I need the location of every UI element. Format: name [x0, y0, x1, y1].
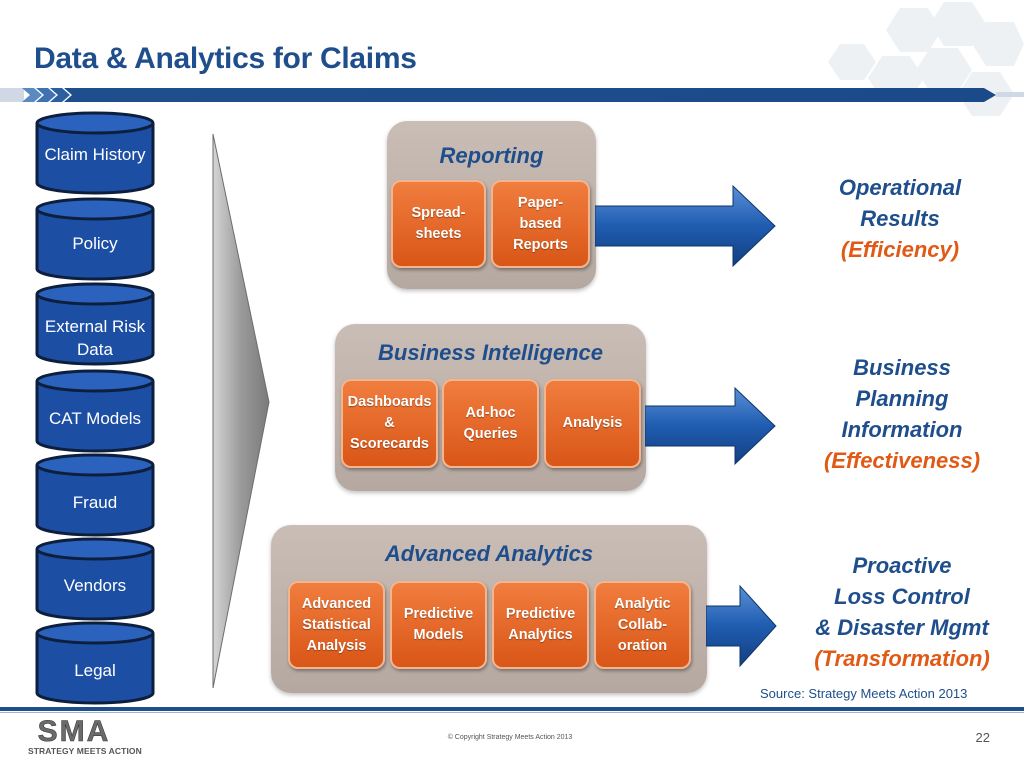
data-source-label: CAT Models	[49, 409, 141, 428]
group-reporting: Reporting Spread- sheets Paper- based Re…	[387, 121, 596, 289]
data-source-label: Legal	[74, 661, 116, 680]
arrow-right-icon	[595, 184, 776, 268]
tile-advanced-statistical-analysis: Advanced Statistical Analysis	[288, 581, 385, 669]
hexagon-decoration	[828, 2, 1024, 116]
group-advanced-analytics: Advanced Analytics Advanced Statistical …	[271, 525, 707, 693]
source-note: Source: Strategy Meets Action 2013	[760, 686, 968, 701]
tile-analytic-collaboration: Analytic Collab- oration	[594, 581, 691, 669]
database-cylinder-claim-history: Claim History	[35, 111, 155, 195]
logo-tagline: STRATEGY MEETS ACTION	[28, 746, 142, 756]
outcome-line: & Disaster Mgmt	[815, 615, 989, 640]
consolidation-funnel-arrow	[212, 133, 270, 689]
copyright-text: © Copyright Strategy Meets Action 2013	[447, 734, 573, 741]
footer-divider	[0, 707, 1024, 711]
outcome-line: Loss Control	[834, 584, 970, 609]
outcome-line: Operational	[838, 175, 962, 200]
outcome-operational-results: Operational Results (Efficiency)	[790, 172, 1010, 265]
tile-analysis: Analysis	[544, 379, 641, 468]
tile-ad-hoc-queries: Ad-hoc Queries	[442, 379, 539, 468]
outcome-line: Planning	[855, 386, 949, 411]
database-icon	[35, 453, 155, 537]
database-cylinder-fraud: Fraud	[35, 453, 155, 537]
outcome-line: Business	[853, 355, 951, 380]
database-cylinder-vendors: Vendors	[35, 537, 155, 621]
database-icon	[35, 369, 155, 453]
page-number: 22	[975, 730, 990, 745]
database-icon	[35, 282, 155, 366]
database-icon	[35, 197, 155, 281]
group-business-intelligence: Business Intelligence Dashboards & Score…	[335, 324, 646, 491]
outcome-highlight: (Efficiency)	[840, 237, 960, 262]
tile-spreadsheets: Spread- sheets	[391, 180, 486, 268]
outcome-highlight: (Effectiveness)	[823, 448, 981, 473]
tile-paper-based-reports: Paper- based Reports	[491, 180, 590, 268]
outcome-proactive-loss-control: Proactive Loss Control & Disaster Mgmt (…	[790, 550, 1014, 674]
sma-logo: SMA	[28, 716, 120, 746]
data-source-label: Claim History	[44, 145, 146, 164]
outcome-line: Results	[860, 206, 940, 231]
footer-divider-thin	[0, 712, 1024, 713]
outcome-line: Proactive	[852, 553, 952, 578]
logo-text: SMA	[38, 716, 111, 746]
group-title: Business Intelligence	[378, 340, 603, 365]
data-source-label: Vendors	[63, 576, 127, 595]
header-divider-bar	[0, 88, 1024, 102]
tile-predictive-models: Predictive Models	[390, 581, 487, 669]
database-icon	[35, 537, 155, 621]
arrow-right-icon	[706, 584, 777, 668]
group-title: Advanced Analytics	[384, 541, 594, 566]
group-title: Reporting	[439, 143, 544, 168]
database-cylinder-policy: Policy	[35, 197, 155, 281]
data-source-label: External Risk Data	[44, 317, 146, 359]
database-cylinder-legal: Legal	[35, 621, 155, 705]
outcome-business-planning-information: Business Planning Information (Effective…	[790, 352, 1014, 476]
data-source-label: Fraud	[72, 493, 118, 512]
arrow-right-icon	[645, 386, 776, 466]
database-cylinder-external-risk-data: External Risk Data	[35, 282, 155, 366]
database-icon	[35, 111, 155, 195]
outcome-highlight: (Transformation)	[814, 646, 990, 671]
database-icon	[35, 621, 155, 705]
outcome-line: Information	[841, 417, 963, 442]
data-source-label: Policy	[72, 234, 118, 253]
tile-dashboards-scorecards: Dashboards & Scorecards	[341, 379, 438, 468]
database-cylinder-cat-models: CAT Models	[35, 369, 155, 453]
page-title: Data & Analytics for Claims	[34, 42, 417, 75]
tile-predictive-analytics: Predictive Analytics	[492, 581, 589, 669]
